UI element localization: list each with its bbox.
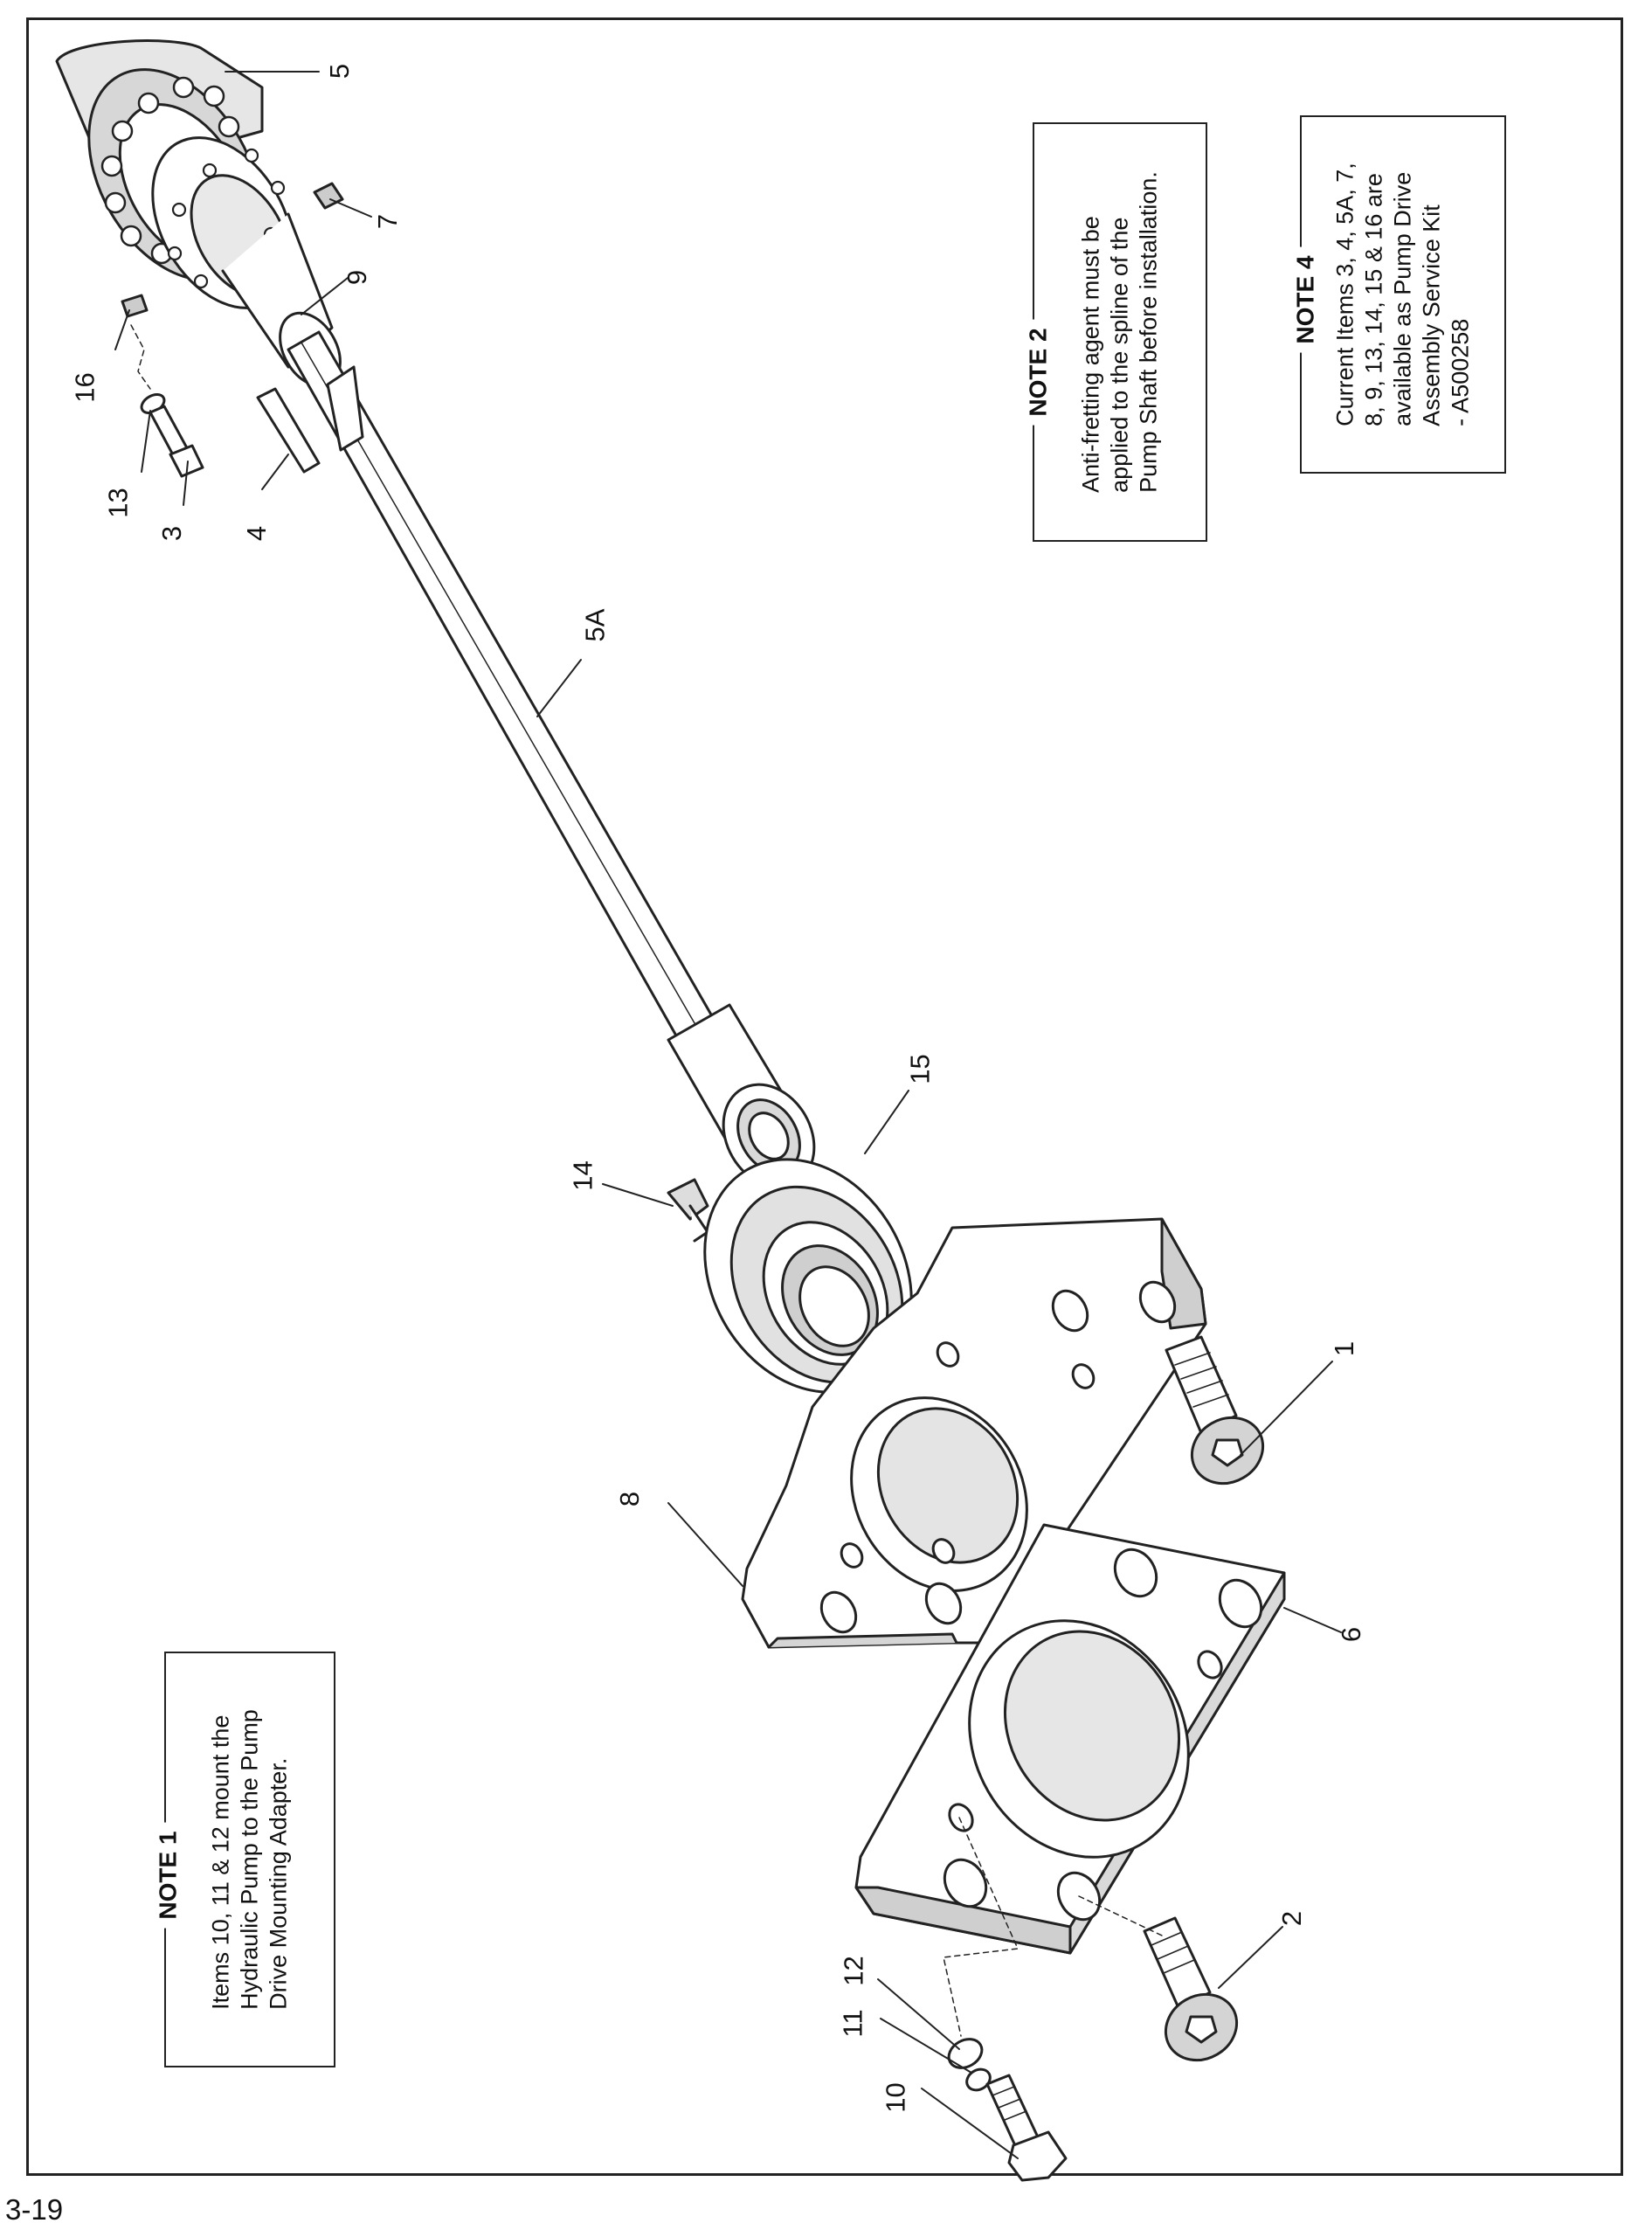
callout-9: 9 bbox=[342, 269, 373, 286]
part-6-mounting-plate bbox=[854, 1523, 1286, 1955]
part-14-grease-fitting bbox=[667, 1178, 709, 1243]
note-1-text: Items 10, 11 & 12 mount the Hydraulic Pu… bbox=[207, 1709, 292, 2010]
note-4-text: Current Items 3, 4, 5A, 7, 8, 9, 13, 14,… bbox=[1331, 163, 1474, 426]
note-4-box: Current Items 3, 4, 5A, 7, 8, 9, 13, 14,… bbox=[1292, 115, 1506, 474]
page-number: 3-19 bbox=[5, 2193, 64, 2226]
callout-2: 2 bbox=[1276, 1910, 1308, 1927]
drawing-frame bbox=[26, 17, 1623, 2176]
callout-14: 14 bbox=[567, 1160, 598, 1191]
callout-15: 15 bbox=[904, 1054, 936, 1084]
callout-10: 10 bbox=[880, 2082, 911, 2113]
callout-1: 1 bbox=[1329, 1340, 1360, 1357]
part-2-cap-screw bbox=[1078, 1895, 1239, 2062]
part-1-cap-screw bbox=[1165, 1335, 1265, 1486]
callout-3: 3 bbox=[156, 525, 188, 542]
callout-12: 12 bbox=[838, 1956, 869, 1986]
part-4-key bbox=[256, 387, 321, 474]
note-2-box: Anti-fretting agent must be applied to t… bbox=[1025, 122, 1207, 542]
callout-7: 7 bbox=[372, 213, 404, 230]
callout-16: 16 bbox=[69, 372, 100, 403]
note-1-title: NOTE 1 bbox=[155, 1822, 182, 1929]
note-2-text: Anti-fretting agent must be applied to t… bbox=[1077, 171, 1162, 493]
note-1-box: Items 10, 11 & 12 mount the Hydraulic Pu… bbox=[155, 1652, 335, 2067]
note-2-title: NOTE 2 bbox=[1025, 319, 1052, 426]
part-12-flat-washer bbox=[947, 2038, 984, 2069]
part-3-bolt bbox=[149, 405, 204, 478]
part-9-coupling-flange bbox=[151, 136, 342, 388]
callout-13: 13 bbox=[102, 488, 134, 518]
part-16-set-screw bbox=[121, 294, 149, 318]
callout-5A: 5A bbox=[579, 608, 611, 642]
part-7-screw bbox=[313, 182, 344, 210]
part-11-lock-washer bbox=[965, 2067, 992, 2092]
callout-11: 11 bbox=[837, 2009, 868, 2038]
note-4-title: NOTE 4 bbox=[1292, 246, 1319, 353]
part-8-mounting-adapter bbox=[741, 1217, 1207, 1649]
callout-4: 4 bbox=[241, 525, 273, 542]
leader-lines bbox=[114, 71, 1342, 2159]
callout-8: 8 bbox=[614, 1491, 646, 1507]
part-10-hex-bolt bbox=[985, 2074, 1068, 2182]
part-5A-pump-shaft bbox=[287, 330, 816, 1189]
callout-6: 6 bbox=[1336, 1626, 1367, 1643]
callout-5: 5 bbox=[324, 63, 356, 80]
part-15-bearing bbox=[703, 1158, 913, 1394]
